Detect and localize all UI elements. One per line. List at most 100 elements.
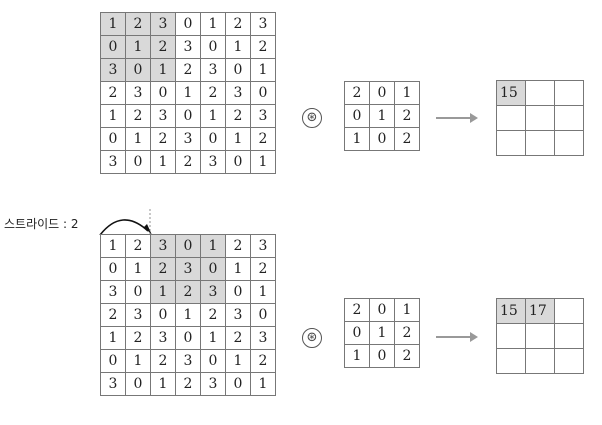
matrix-cell: 1 xyxy=(250,372,276,396)
matrix-cell: 1 xyxy=(175,303,201,327)
matrix-cell: 0 xyxy=(175,234,201,258)
matrix-cell: 0 xyxy=(100,127,126,151)
matrix-cell: 0 xyxy=(369,298,395,322)
matrix-cell: 3 xyxy=(175,257,201,281)
matrix-cell: 1 xyxy=(125,35,151,59)
matrix-cell: 2 xyxy=(175,150,201,174)
matrix-cell: 1 xyxy=(250,150,276,174)
matrix-cell: 0 xyxy=(125,372,151,396)
matrix-cell: 1 xyxy=(344,127,370,151)
matrix-cell: 1 xyxy=(150,150,176,174)
matrix-cell: 2 xyxy=(250,257,276,281)
matrix-cell: 3 xyxy=(200,150,226,174)
matrix-cell: 1 xyxy=(100,326,126,350)
matrix-cell: 0 xyxy=(344,104,370,128)
matrix-cell: 2 xyxy=(150,35,176,59)
matrix-row xyxy=(496,348,584,374)
matrix-cell: 0 xyxy=(150,81,176,105)
matrix-cell: 3 xyxy=(250,234,276,258)
matrix-cell: 2 xyxy=(394,127,420,151)
matrix-cell: 1 xyxy=(225,349,251,373)
matrix-cell: 1 xyxy=(344,344,370,368)
matrix-cell: 0 xyxy=(369,344,395,368)
matrix-cell: 1 xyxy=(100,104,126,128)
matrix-cell: 2 xyxy=(394,104,420,128)
matrix-cell: 0 xyxy=(344,321,370,345)
matrix-cell: 2 xyxy=(225,12,251,36)
matrix-cell: 1 xyxy=(200,104,226,128)
matrix-cell: 2 xyxy=(150,257,176,281)
matrix-cell: 2 xyxy=(125,12,151,36)
matrix-cell: 0 xyxy=(225,58,251,82)
matrix-cell: 2 xyxy=(150,349,176,373)
matrix-cell: 3 xyxy=(100,280,126,304)
matrix-cell: 0 xyxy=(150,303,176,327)
matrix-cell: 3 xyxy=(200,58,226,82)
matrix-cell: 3 xyxy=(150,234,176,258)
matrix-cell: 2 xyxy=(125,326,151,350)
matrix-cell: 3 xyxy=(250,326,276,350)
matrix-cell: 3 xyxy=(250,104,276,128)
matrix-cell: 1 xyxy=(125,127,151,151)
matrix-cell: 0 xyxy=(125,150,151,174)
matrix-cell: 0 xyxy=(369,127,395,151)
matrix-cell: 3 xyxy=(175,349,201,373)
matrix-cell: 1 xyxy=(200,12,226,36)
matrix-cell: 0 xyxy=(200,349,226,373)
matrix-cell: 1 xyxy=(369,104,395,128)
matrix-row: 15 xyxy=(496,80,584,106)
matrix-cell: 2 xyxy=(225,326,251,350)
matrix-cell: 1 xyxy=(394,298,420,322)
matrix-cell: 0 xyxy=(100,257,126,281)
matrix-cell: 0 xyxy=(200,257,226,281)
matrix-cell xyxy=(554,130,584,156)
matrix-cell: 3 xyxy=(200,280,226,304)
matrix-cell: 3 xyxy=(225,81,251,105)
matrix-cell: 0 xyxy=(369,81,395,105)
matrix-cell: 0 xyxy=(125,280,151,304)
matrix-cell xyxy=(554,323,584,349)
matrix-cell: 2 xyxy=(200,303,226,327)
matrix-cell: 3 xyxy=(150,12,176,36)
stride-arrow-icon xyxy=(99,209,152,237)
matrix-cell xyxy=(496,130,526,156)
matrix-cell: 2 xyxy=(175,280,201,304)
matrix-cell: 15 xyxy=(496,298,526,324)
matrix-cell: 3 xyxy=(175,127,201,151)
output-matrix-step1: 15 xyxy=(496,80,584,156)
matrix-cell: 2 xyxy=(394,321,420,345)
stride-label: 스트라이드 : 2 xyxy=(4,217,79,231)
matrix-cell: 2 xyxy=(250,35,276,59)
matrix-cell: 2 xyxy=(175,58,201,82)
matrix-cell: 3 xyxy=(225,303,251,327)
matrix-cell: 0 xyxy=(100,349,126,373)
matrix-cell: 3 xyxy=(125,81,151,105)
matrix-cell: 0 xyxy=(175,104,201,128)
matrix-cell: 0 xyxy=(225,150,251,174)
matrix-cell: 2 xyxy=(394,344,420,368)
matrix-cell: 3 xyxy=(150,326,176,350)
matrix-cell: 0 xyxy=(225,280,251,304)
matrix-cell: 1 xyxy=(150,372,176,396)
matrix-cell xyxy=(525,323,555,349)
